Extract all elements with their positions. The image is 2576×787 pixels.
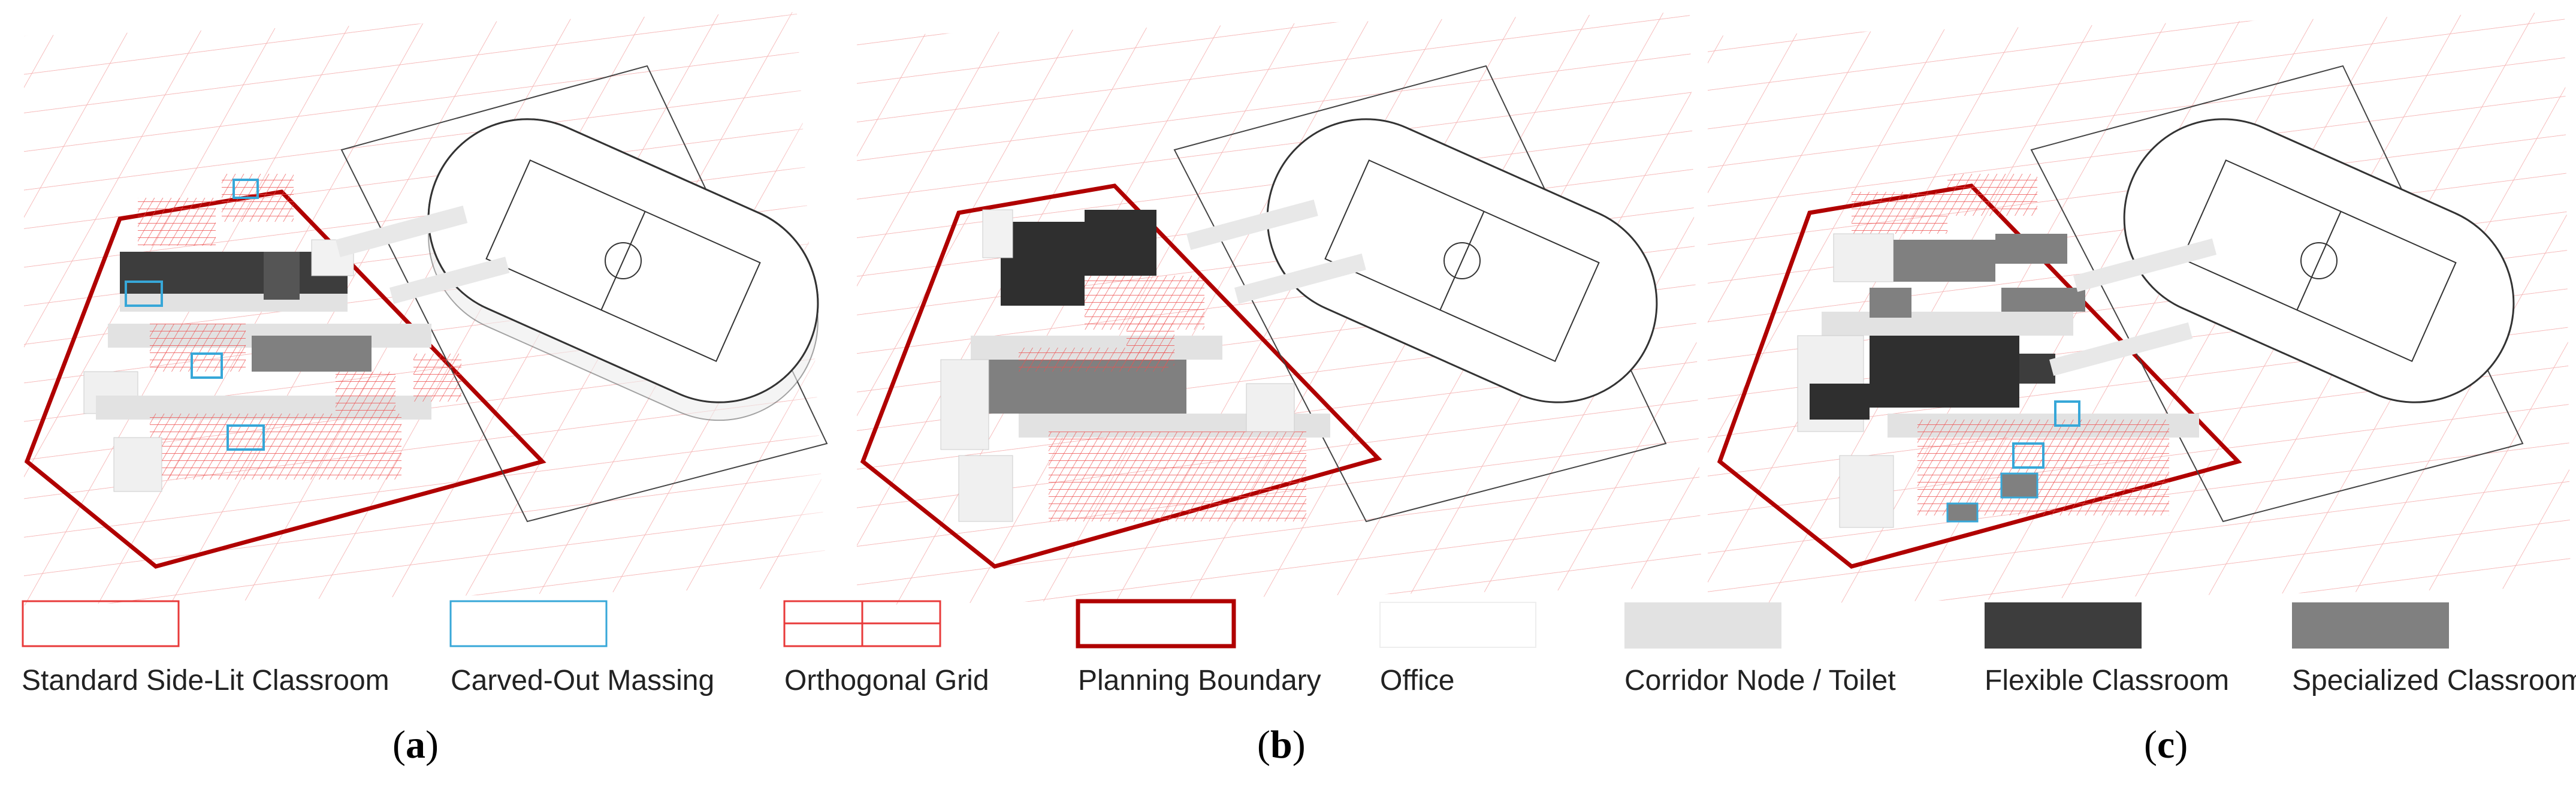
legend-label-orthogonal-grid: Orthogonal Grid (784, 665, 989, 696)
legend-label-standard-classroom: Standard Side-Lit Classroom (22, 665, 389, 696)
legend-symbol-standard-classroom (22, 600, 180, 647)
panel-b-site-plan (857, 12, 1702, 605)
caption-c: (c) (2144, 723, 2188, 767)
legend-label-corridor: Corridor Node / Toilet (1624, 665, 1896, 696)
legend-symbol-specialized (2292, 602, 2449, 649)
legend-symbol-flexible (1985, 602, 2142, 649)
panel-c-sports-field (2030, 65, 2524, 523)
caption-c-letter: c (2157, 723, 2175, 767)
legend-label-planning-boundary: Planning Boundary (1078, 665, 1321, 696)
panel-b-buildings (940, 200, 1366, 522)
legend-label-flexible: Flexible Classroom (1985, 665, 2230, 696)
panel-a-buildings (83, 174, 510, 492)
caption-b: (b) (1257, 723, 1306, 767)
panel-c-buildings (1797, 174, 2217, 528)
legend-symbol-planning-boundary (1076, 599, 1236, 649)
legend-symbol-carved-massing (449, 600, 608, 647)
legend-label-office: Office (1380, 665, 1455, 696)
legend-label-specialized: Specialized Classroom (2292, 665, 2576, 696)
panel-a-sports-field (340, 65, 828, 523)
legend-symbol-corridor (1624, 602, 1781, 649)
panel-b-sports-field (1173, 65, 1667, 523)
legend-label-carved-massing: Carved-Out Massing (451, 665, 715, 696)
caption-a: (a) (392, 723, 439, 767)
caption-a-letter: a (405, 723, 425, 767)
legend-symbol-office (1379, 602, 1536, 648)
legend-symbols (22, 599, 2449, 649)
caption-b-letter: b (1270, 723, 1292, 767)
legend-symbol-orthogonal-grid (783, 600, 941, 647)
panel-a-site-plan (24, 12, 839, 605)
panel-c-site-plan (1708, 12, 2571, 605)
